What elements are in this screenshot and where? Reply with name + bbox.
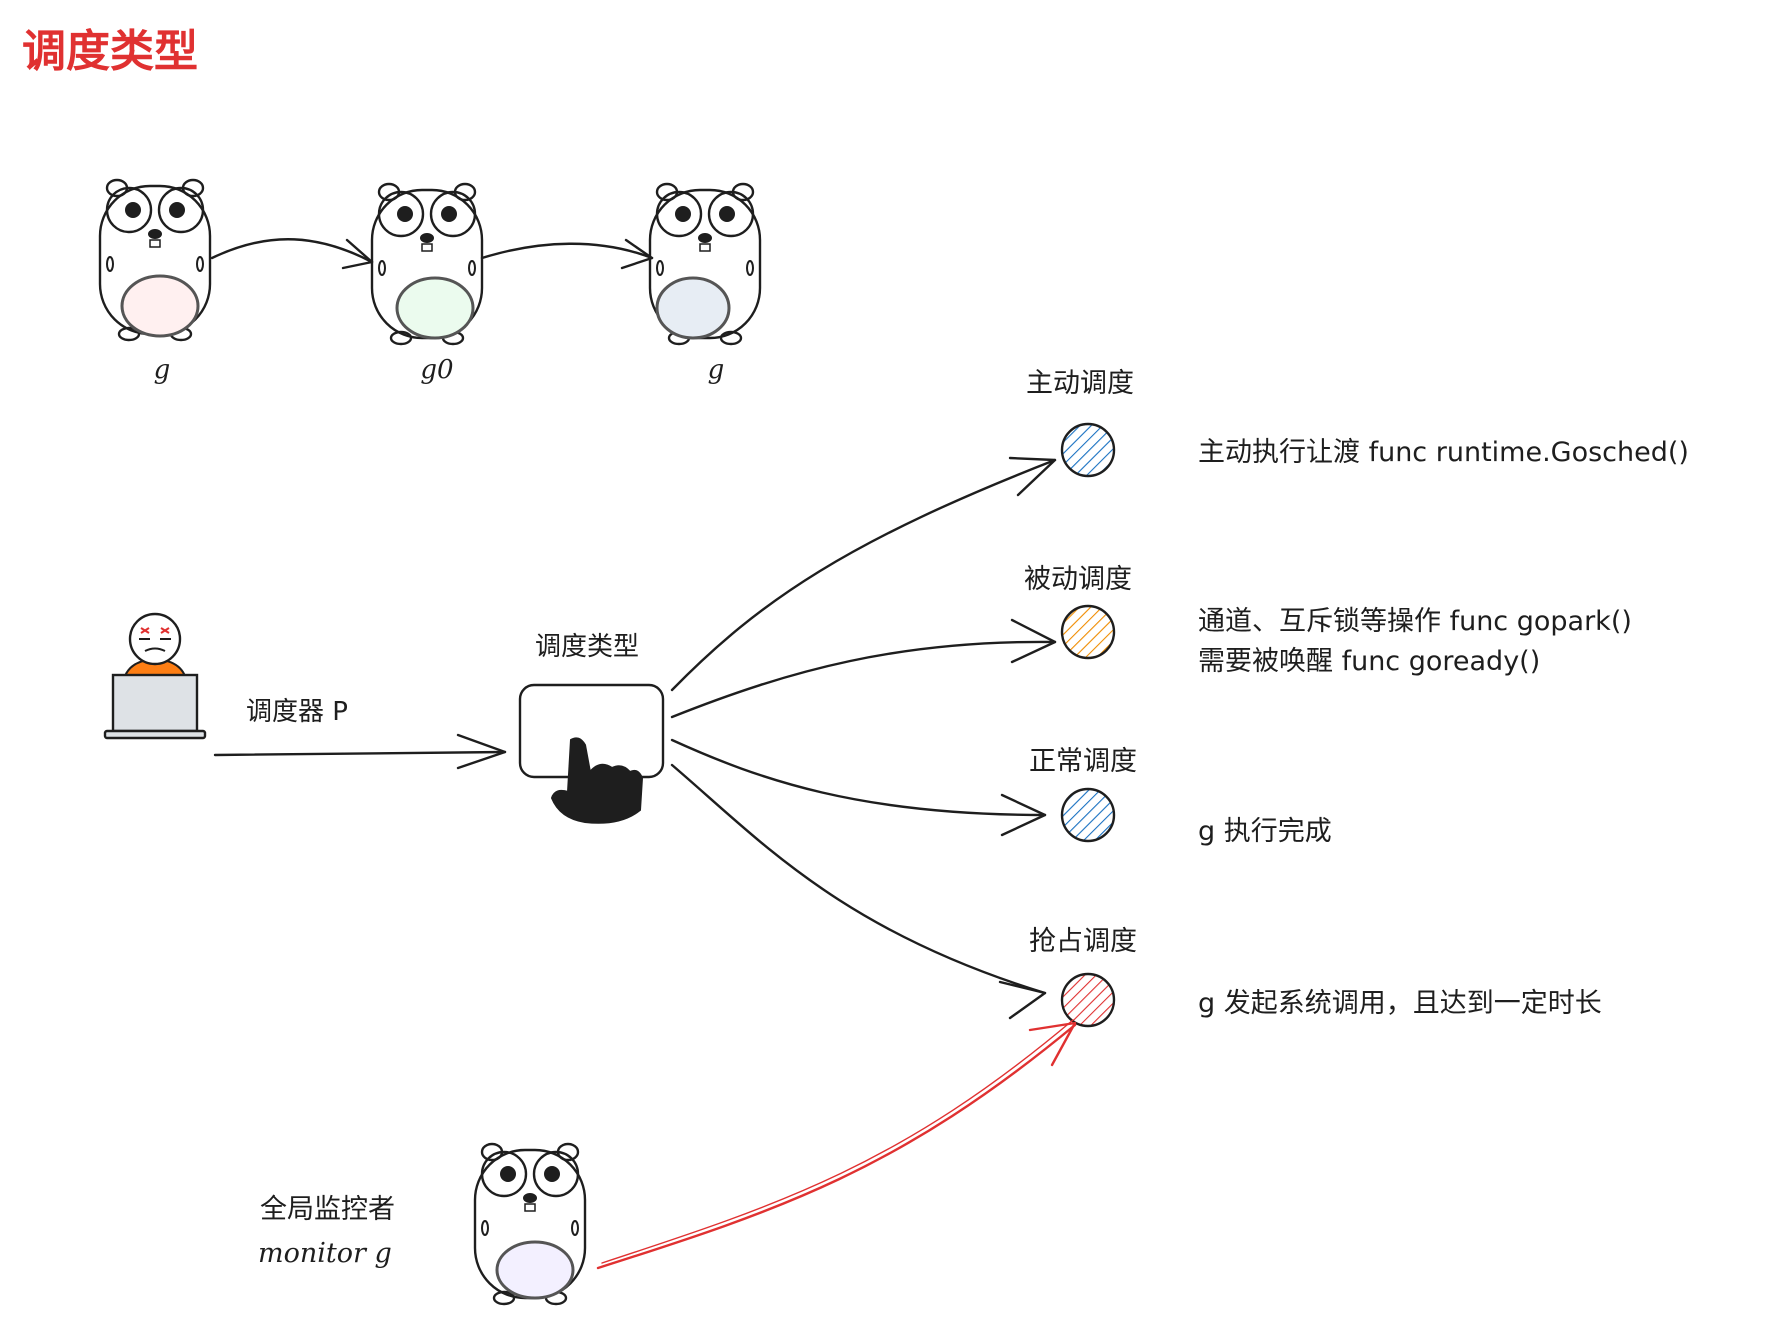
type-normal-dot (1060, 787, 1116, 843)
monitor-label-line1: 全局监控者 (260, 1194, 395, 1225)
arrow-to-voluntary (670, 456, 1057, 692)
gopher-g0 (370, 182, 484, 346)
scheduler-worker (103, 612, 207, 740)
type-voluntary-label: 主动调度 (1026, 368, 1134, 399)
gopher-label-g-next: g (708, 355, 725, 385)
monitor-label-line2: monitor g (258, 1238, 392, 1269)
gopher-monitor (473, 1142, 587, 1306)
type-preemptive-desc: g 发起系统调用，且达到一定时长 (1198, 988, 1602, 1019)
arrow-to-passive (670, 618, 1057, 719)
worker-icon (103, 612, 207, 740)
type-voluntary-desc: 主动执行让渡 func runtime.Gosched() (1198, 437, 1689, 468)
type-passive-desc-line2: 需要被唤醒 func goready() (1198, 646, 1540, 677)
arrow-monitor-to-preemptive (596, 1019, 1077, 1270)
type-preemptive-label: 抢占调度 (1029, 926, 1137, 957)
type-passive-label: 被动调度 (1024, 564, 1132, 595)
scheduler-label: 调度器 P (246, 697, 348, 727)
gopher-icon (473, 1142, 587, 1306)
pointer-hand-icon (550, 737, 644, 824)
gopher-icon (98, 178, 212, 342)
gopher-icon (648, 182, 762, 346)
arrow-to-normal (670, 738, 1047, 837)
gopher-label-g0: g0 (420, 355, 453, 385)
arrow-to-preemptive (670, 763, 1047, 1020)
type-normal-label: 正常调度 (1029, 746, 1137, 777)
hub-box (518, 683, 665, 824)
type-preemptive-dot (1060, 972, 1116, 1028)
gopher-g-start (98, 178, 212, 342)
gopher-label-g-start: g (154, 355, 171, 385)
arrow-g-to-g0 (210, 238, 374, 270)
arrow-g0-to-g (480, 238, 654, 270)
type-passive-desc-line1: 通道、互斥锁等操作 func gopark() (1198, 606, 1632, 637)
hub-label: 调度类型 (535, 632, 639, 662)
type-normal-desc: g 执行完成 (1198, 816, 1332, 847)
type-voluntary-dot (1060, 422, 1116, 478)
gopher-g-next (648, 182, 762, 346)
type-passive-dot (1060, 604, 1116, 660)
arrow-scheduler-to-hub (213, 733, 507, 770)
gopher-icon (370, 182, 484, 346)
page-title: 调度类型 (22, 26, 198, 77)
